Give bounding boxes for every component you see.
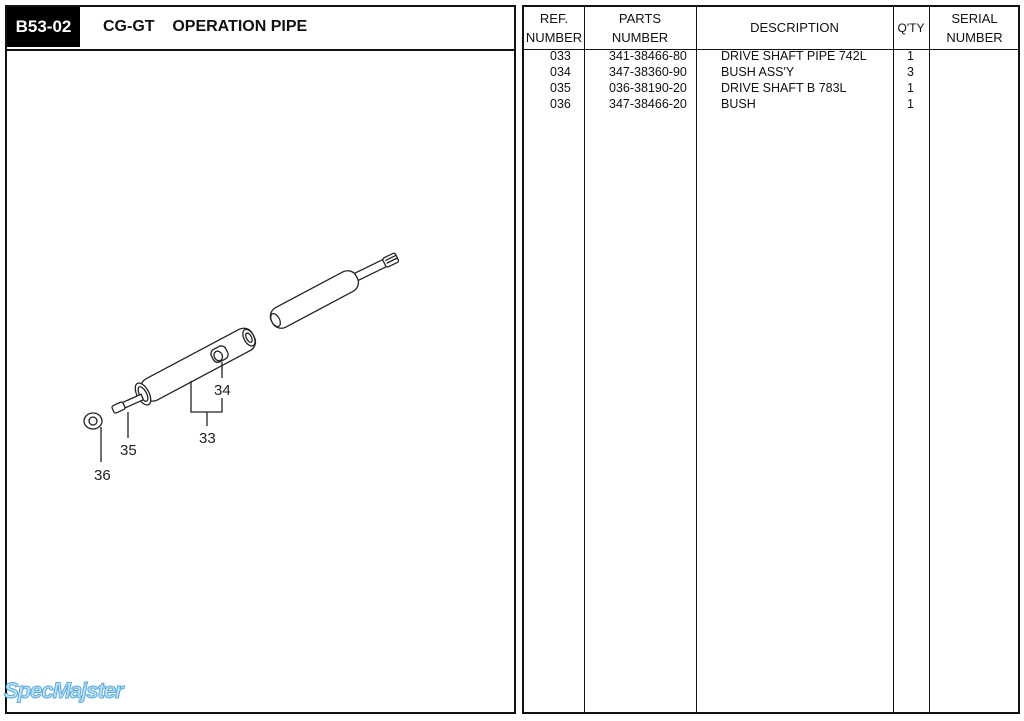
- col-divider: [696, 7, 894, 712]
- callout-33: 33: [199, 430, 216, 447]
- col-header-ref: REF.NUMBER: [525, 10, 583, 45]
- watermark-logo: SpecMajster: [4, 678, 125, 704]
- page-header: B53-02 CG-GT OPERATION PIPE: [7, 7, 514, 51]
- page-title: CG-GT OPERATION PIPE: [103, 18, 308, 35]
- col-divider: [584, 7, 697, 712]
- diagram-panel: B53-02 CG-GT OPERATION PIPE: [5, 5, 516, 714]
- callout-35: 35: [120, 442, 137, 459]
- col-divider: [893, 7, 930, 712]
- col-divider: [524, 7, 585, 712]
- header-divider: [524, 49, 1018, 50]
- col-header-description: DESCRIPTION: [750, 20, 839, 35]
- drive-shaft-35: [111, 393, 145, 414]
- drive-shaft-pipe-lower: [134, 327, 257, 406]
- section-code: B53-02: [7, 7, 80, 47]
- callout-36: 36: [94, 467, 111, 484]
- bush-34: [210, 345, 229, 363]
- leader-lines: [100, 362, 223, 462]
- col-header-qty: Q'TY: [897, 21, 925, 35]
- drive-shaft-pipe-upper: [269, 270, 360, 329]
- bush-36: [83, 412, 103, 430]
- callout-34: 34: [214, 382, 231, 399]
- exploded-parts-diagram: 34 33 35 36: [83, 252, 400, 484]
